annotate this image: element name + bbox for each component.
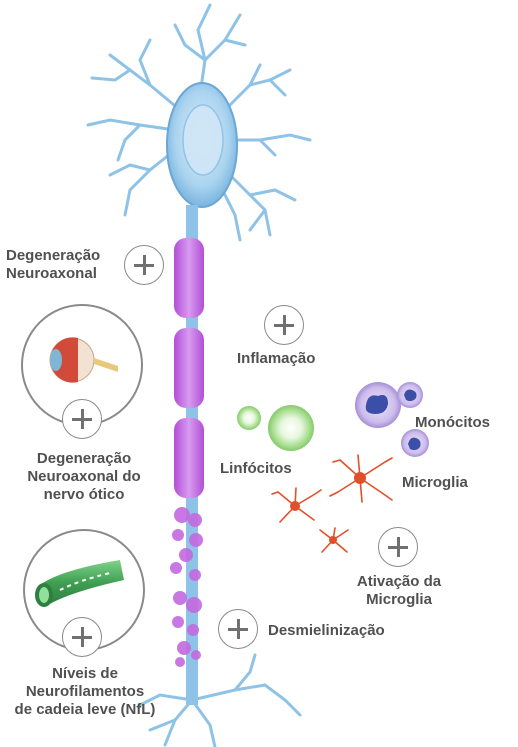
optic-nerve-illustration (21, 304, 143, 426)
plus-button-degeneracao-neuroaxonal[interactable] (124, 245, 164, 285)
axon-terminals (138, 653, 302, 747)
label-ativacao-microglia: Ativação da Microglia (356, 573, 442, 608)
label-inflamacao: Inflamação (237, 350, 316, 367)
nerve-fiber-icon (35, 560, 124, 607)
neuron-nucleus (182, 104, 224, 176)
plus-button-inflamacao[interactable] (264, 305, 304, 345)
label-degeneracao-neuroaxonal: Degeneração Neuroaxonal (6, 247, 101, 282)
label-linfocitos: Linfócitos (220, 460, 292, 477)
label-niveis-nfl: Níveis de Neurofilamentos de cadeia leve… (14, 665, 156, 718)
damaged-myelin (170, 507, 203, 667)
plus-button-nervo-otico[interactable] (62, 399, 102, 439)
label-monocitos: Monócitos (415, 414, 490, 431)
eye-icon (49, 337, 118, 383)
dendrites (86, 3, 312, 242)
label-microglia: Microglia (402, 474, 468, 491)
label-degeneracao-nervo-otico: Degeneração Neuroaxonal do nervo ótico (27, 450, 141, 503)
microglia-icon (271, 454, 393, 553)
myelin-sheaths (174, 238, 204, 498)
plus-button-niveis-nfl[interactable] (62, 617, 102, 657)
monocyte-icon (355, 382, 429, 457)
nerve-fiber-illustration (23, 529, 145, 651)
plus-button-desmielinizacao[interactable] (218, 609, 258, 649)
label-desmielinizacao: Desmielinização (268, 622, 385, 639)
lymphocyte-icon (237, 405, 314, 451)
plus-button-ativacao-microglia[interactable] (378, 527, 418, 567)
